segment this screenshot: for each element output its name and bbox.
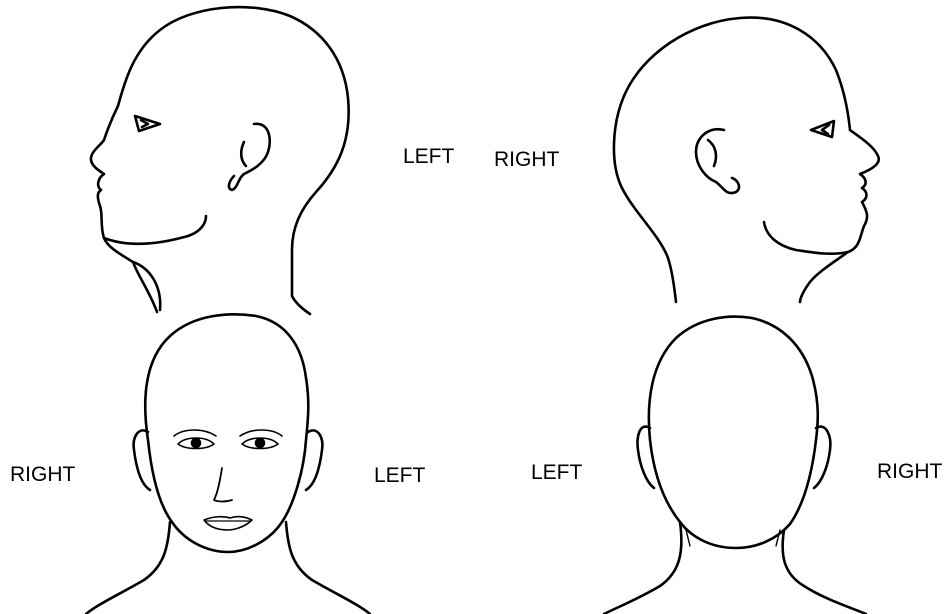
right-profile-neck-front (800, 252, 848, 302)
front-neck-left (86, 522, 170, 614)
back-neck-right (783, 530, 866, 614)
ear-inner (708, 140, 716, 166)
ear-icon (229, 124, 270, 190)
label-right-profile: RIGHT (494, 149, 559, 170)
head-back-view (604, 317, 866, 614)
ear-icon (306, 430, 322, 490)
head-left-profile (91, 7, 349, 314)
left-profile-outline (91, 7, 349, 314)
label-front-right: RIGHT (10, 464, 75, 485)
head-right-profile (614, 18, 879, 302)
left-profile-jaw (104, 216, 206, 244)
head-front-view (86, 314, 370, 614)
label-front-left: LEFT (374, 465, 425, 486)
ear-inner (241, 142, 246, 166)
back-neck-left (604, 522, 681, 614)
label-back-right: RIGHT (877, 461, 942, 482)
eye-pupil (256, 439, 264, 447)
eye-pupil (192, 439, 200, 447)
label-back-left: LEFT (531, 462, 582, 483)
back-head-outline (649, 317, 818, 548)
nose-icon (214, 468, 232, 502)
ear-icon (696, 129, 739, 193)
front-neck-right (286, 522, 370, 614)
back-neck-line-right (776, 530, 780, 546)
eyebrow-icon (240, 430, 282, 436)
mouth-icon (204, 517, 252, 530)
label-left-profile: LEFT (403, 146, 454, 167)
eyebrow-icon (174, 430, 216, 436)
